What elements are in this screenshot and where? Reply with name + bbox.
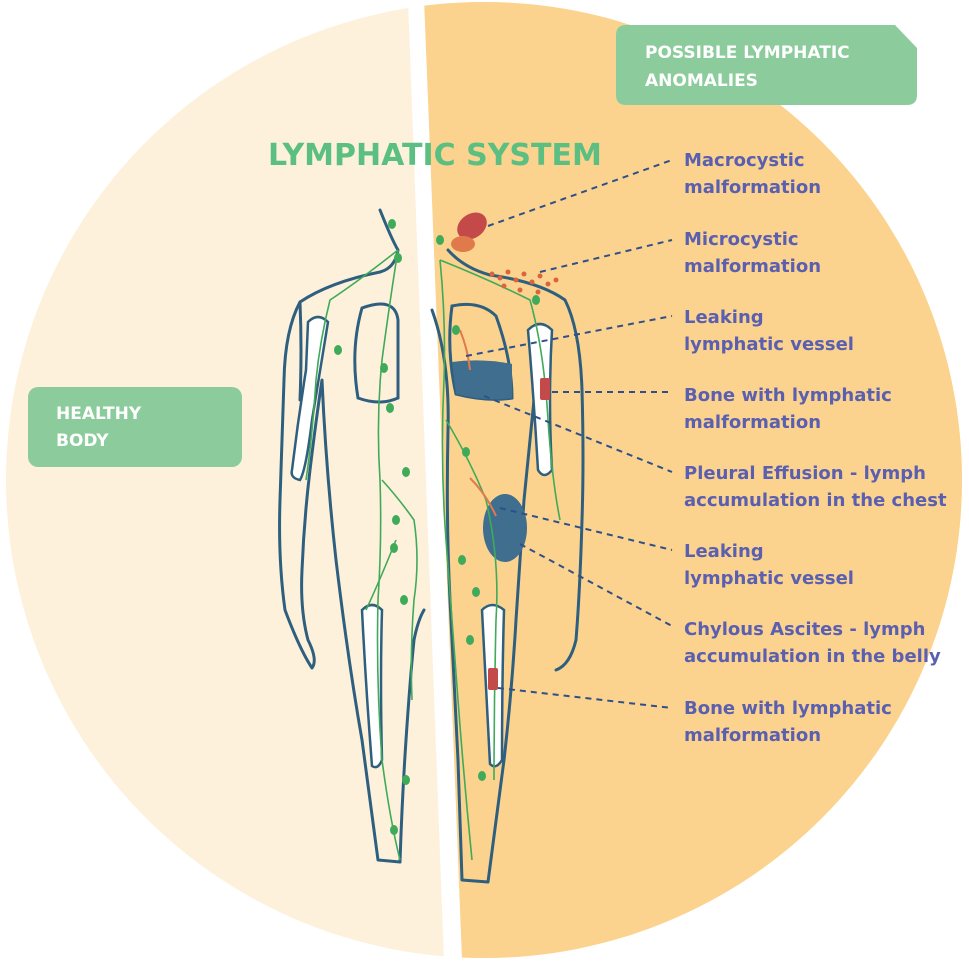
lymph-node bbox=[386, 403, 394, 413]
label-3-line2: lymphatic vessel bbox=[684, 334, 854, 355]
lymph-node bbox=[390, 543, 398, 553]
lymph-node bbox=[380, 363, 388, 373]
label-7-line1: Chylous Ascites - lymph bbox=[684, 619, 925, 640]
label-6-line1: Leaking bbox=[684, 541, 764, 562]
label-1-line1: Macrocystic bbox=[684, 150, 805, 171]
lymph-node bbox=[390, 825, 398, 835]
healthy-badge-line1: HEALTHY bbox=[56, 404, 142, 424]
label-5-line1: Pleural Effusion - lymph bbox=[684, 463, 926, 484]
label-6-line2: lymphatic vessel bbox=[684, 568, 854, 589]
lymph-node bbox=[532, 295, 540, 305]
lymph-node bbox=[400, 595, 408, 605]
label-2-line2: malformation bbox=[684, 256, 821, 277]
arm-bone-malformation bbox=[540, 378, 550, 400]
lymph-node bbox=[466, 635, 474, 645]
anomalies-badge bbox=[616, 25, 917, 105]
label-8-line1: Bone with lymphatic bbox=[684, 698, 892, 719]
lymph-node bbox=[388, 219, 396, 229]
lymph-node bbox=[392, 515, 400, 525]
label-8-line2: malformation bbox=[684, 725, 821, 746]
lymph-node bbox=[436, 235, 444, 245]
lymph-node bbox=[478, 771, 486, 781]
lymph-node bbox=[402, 467, 410, 477]
lymph-node bbox=[458, 555, 466, 565]
lymph-node bbox=[452, 325, 460, 335]
label-7-line2: accumulation in the belly bbox=[684, 646, 941, 667]
diagram-title: LYMPHATIC SYSTEM bbox=[268, 138, 602, 173]
label-5-line2: accumulation in the chest bbox=[684, 490, 947, 511]
pleural-effusion-fluid bbox=[452, 360, 512, 399]
lymph-node bbox=[462, 447, 470, 457]
leg-bone-malformation bbox=[488, 668, 498, 690]
healthy-badge-line2: BODY bbox=[56, 431, 109, 451]
lymph-node bbox=[402, 775, 410, 785]
label-1-line2: malformation bbox=[684, 177, 821, 198]
label-2-line1: Microcystic bbox=[684, 229, 799, 250]
macrocystic-malformation-part bbox=[451, 236, 475, 252]
anomalies-badge-line1: POSSIBLE LYMPHATIC bbox=[645, 43, 850, 63]
healthy-body-badge bbox=[28, 387, 242, 467]
lymph-node bbox=[472, 587, 480, 597]
lymph-node bbox=[334, 345, 342, 355]
anomalies-badge-line2: ANOMALIES bbox=[645, 71, 758, 91]
label-3-line1: Leaking bbox=[684, 307, 764, 328]
lymph-node bbox=[394, 253, 402, 263]
label-4-line2: malformation bbox=[684, 412, 821, 433]
label-4-line1: Bone with lymphatic bbox=[684, 385, 892, 406]
